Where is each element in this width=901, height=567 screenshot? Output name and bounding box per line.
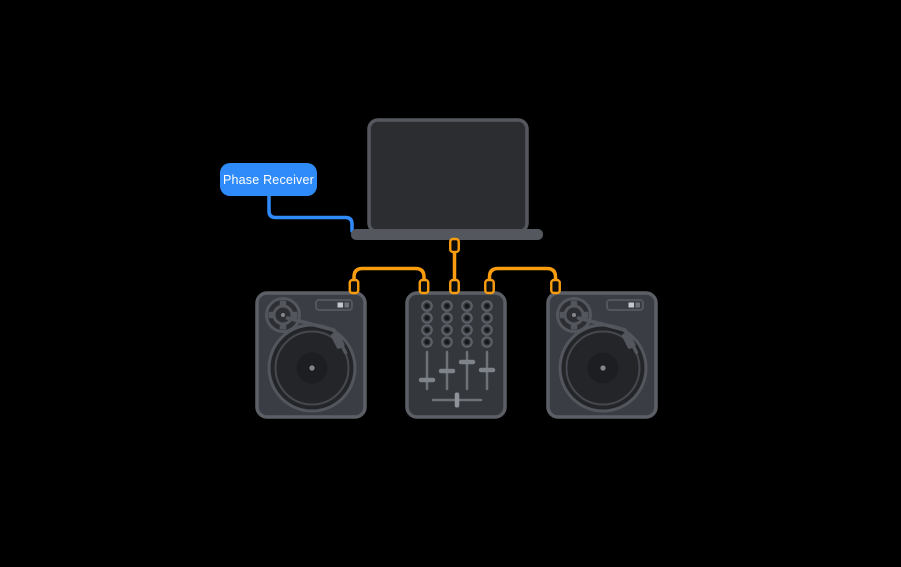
knob xyxy=(461,324,473,336)
phase-receiver-callout-label: Phase Receiver xyxy=(222,172,315,187)
knob xyxy=(481,312,493,324)
pitch-slider-track xyxy=(315,299,353,311)
pitch-slider-handle xyxy=(628,302,634,308)
cables xyxy=(352,248,558,284)
turntable-right xyxy=(546,291,658,419)
knob xyxy=(421,300,433,312)
laptop-screen xyxy=(367,118,529,234)
tonearm-tab xyxy=(279,300,287,306)
plug-right-turntable-in xyxy=(550,278,561,295)
knob xyxy=(461,300,473,312)
vinyl-groove-ring xyxy=(274,330,350,406)
tonearm-cartridge xyxy=(330,331,345,349)
cable-left-turntable-to-mixer xyxy=(352,266,426,284)
plug-mixer-center-in xyxy=(449,278,460,295)
pitch-slider xyxy=(315,299,353,311)
tonearm-tab xyxy=(279,324,287,330)
knob xyxy=(421,336,433,348)
knob xyxy=(441,312,453,324)
pitch-slider-track xyxy=(606,299,644,311)
tonearm-cartridge xyxy=(621,331,636,349)
pitch-slider-handle xyxy=(337,302,343,308)
knob xyxy=(441,300,453,312)
knob xyxy=(421,324,433,336)
plug-mixer-right-in xyxy=(484,278,495,295)
channel-fader-handle xyxy=(438,368,456,374)
tonearm-pivot-dot xyxy=(281,313,285,317)
vinyl-groove-ring xyxy=(565,330,641,406)
pitch-slider-block xyxy=(635,302,640,308)
tonearm-tab xyxy=(268,311,274,319)
tonearm-base xyxy=(265,297,301,333)
crossfader xyxy=(431,392,483,408)
tonearm-base-inner xyxy=(272,304,294,326)
knob xyxy=(481,336,493,348)
plug-mixer-left-in xyxy=(418,278,430,295)
connector-plugs xyxy=(348,237,561,295)
pitch-slider-block xyxy=(344,302,349,308)
laptop-base xyxy=(351,229,543,240)
mixer-knobs xyxy=(421,300,493,348)
knob xyxy=(461,312,473,324)
callout-wire xyxy=(267,193,354,233)
tonearm-tab xyxy=(559,311,565,319)
dj-mixer xyxy=(405,291,507,419)
tonearm-tab xyxy=(570,300,578,306)
plug-laptop-out xyxy=(449,237,460,254)
laptop xyxy=(351,118,543,240)
channel-fader-handle xyxy=(478,367,496,373)
tonearm-base xyxy=(556,297,592,333)
tonearm-tab xyxy=(292,311,298,319)
channel-fader-handle xyxy=(418,377,436,383)
phase-receiver-callout: Phase Receiver xyxy=(220,163,317,196)
tonearm-base-inner xyxy=(563,304,585,326)
spindle-dot xyxy=(309,365,315,371)
knob xyxy=(481,300,493,312)
tonearm-pivot-dot xyxy=(572,313,576,317)
tonearm-tab xyxy=(583,311,589,319)
knob xyxy=(441,336,453,348)
mixer-faders xyxy=(418,350,496,391)
knob xyxy=(481,324,493,336)
crossfader-handle xyxy=(454,392,460,408)
knob xyxy=(461,336,473,348)
tonearm-tab xyxy=(570,324,578,330)
knob xyxy=(441,324,453,336)
knob xyxy=(421,312,433,324)
plug-left-turntable-out xyxy=(348,278,360,295)
channel-fader-handle xyxy=(458,359,476,365)
pitch-slider xyxy=(606,299,644,311)
spindle-dot xyxy=(600,365,606,371)
cable-mixer-to-right-turntable xyxy=(487,266,558,284)
turntable-left xyxy=(255,291,367,419)
